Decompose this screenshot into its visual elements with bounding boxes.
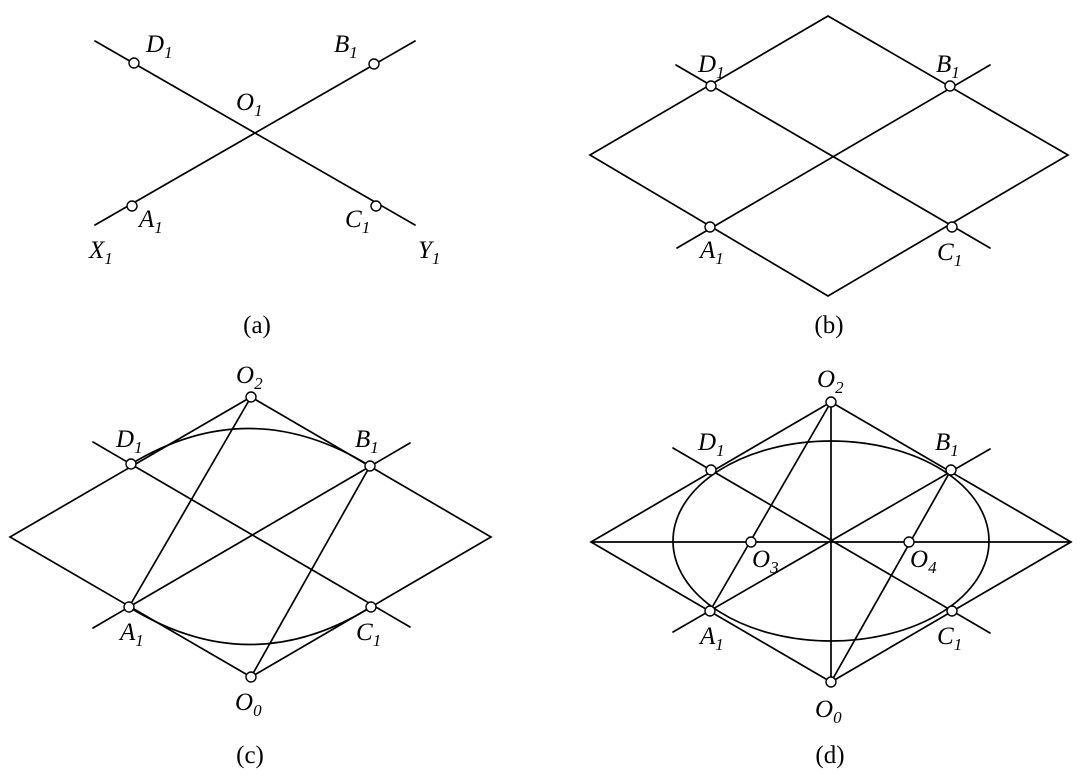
caption-b: (b) [814, 312, 843, 339]
point-b1 [945, 464, 957, 476]
label-o3: O3 [752, 546, 779, 577]
point-o3 [745, 536, 757, 548]
label-o4: O4 [910, 546, 937, 577]
point-a1 [123, 601, 135, 613]
label-c1: C1 [356, 619, 381, 650]
label-d1: D1 [697, 429, 725, 460]
point-o4 [903, 536, 915, 548]
point-c1 [946, 605, 958, 617]
point-a1 [126, 200, 138, 212]
point-b1 [944, 80, 956, 92]
point-o2 [825, 396, 837, 408]
point-c1 [370, 200, 382, 212]
label-d1: D1 [115, 426, 143, 457]
point-b1 [368, 58, 380, 70]
midline-a1-b1 [92, 442, 411, 629]
midline-d1-c1 [92, 441, 411, 628]
label-o1: O1 [236, 89, 263, 120]
caption-a: (a) [243, 312, 271, 339]
point-o2 [245, 391, 257, 403]
label-d1: D1 [145, 31, 173, 62]
axis-line-y1 [94, 40, 416, 226]
point-b1 [364, 460, 376, 472]
midline-a1-b1 [676, 64, 991, 249]
label-c1: C1 [937, 623, 962, 654]
panel-c: O2 D1 B1 A1 C1 O0 (c) [8, 362, 493, 769]
line-o0-b1 [250, 465, 371, 678]
label-a1: A1 [698, 237, 724, 268]
label-a1: A1 [118, 619, 144, 650]
point-d1 [705, 464, 717, 476]
point-d1 [128, 57, 140, 69]
label-c1: C1 [937, 239, 962, 270]
label-d1: D1 [697, 51, 725, 82]
ellipse-arc-bottom [128, 606, 372, 646]
point-o0 [825, 676, 837, 688]
label-o2: O2 [817, 366, 844, 397]
label-b1: B1 [936, 51, 960, 82]
caption-d: (d) [815, 742, 844, 769]
label-a1: A1 [698, 623, 724, 654]
label-b1: B1 [334, 31, 358, 62]
rhombus [588, 15, 1070, 297]
point-a1 [704, 605, 716, 617]
panel-d: O2 D1 B1 O3 O4 A1 C1 O0 (d) [589, 366, 1073, 769]
caption-c: (c) [236, 742, 264, 769]
label-x1: X1 [88, 237, 113, 268]
point-a1 [704, 221, 716, 233]
panel-b: D1 B1 A1 C1 (b) [588, 15, 1070, 339]
point-c1 [946, 221, 958, 233]
label-a1: A1 [137, 206, 163, 237]
line-o2-a1 [709, 401, 832, 612]
label-o0: O0 [815, 696, 842, 727]
point-d1 [705, 80, 717, 92]
point-o0 [245, 671, 257, 683]
ellipse-arc-top [130, 427, 371, 467]
panel-a: D1 B1 O1 A1 C1 X1 Y1 (a) [88, 31, 440, 339]
label-y1: Y1 [418, 237, 440, 268]
line-o0-b1 [830, 469, 952, 683]
label-o2: O2 [236, 362, 263, 393]
point-d1 [125, 458, 137, 470]
label-b1: B1 [935, 429, 959, 460]
ellipse [672, 440, 990, 642]
line-o2-a1 [128, 396, 252, 608]
point-c1 [365, 601, 377, 613]
label-b1: B1 [355, 426, 379, 457]
label-o0: O0 [235, 689, 262, 720]
label-c1: C1 [345, 206, 370, 237]
